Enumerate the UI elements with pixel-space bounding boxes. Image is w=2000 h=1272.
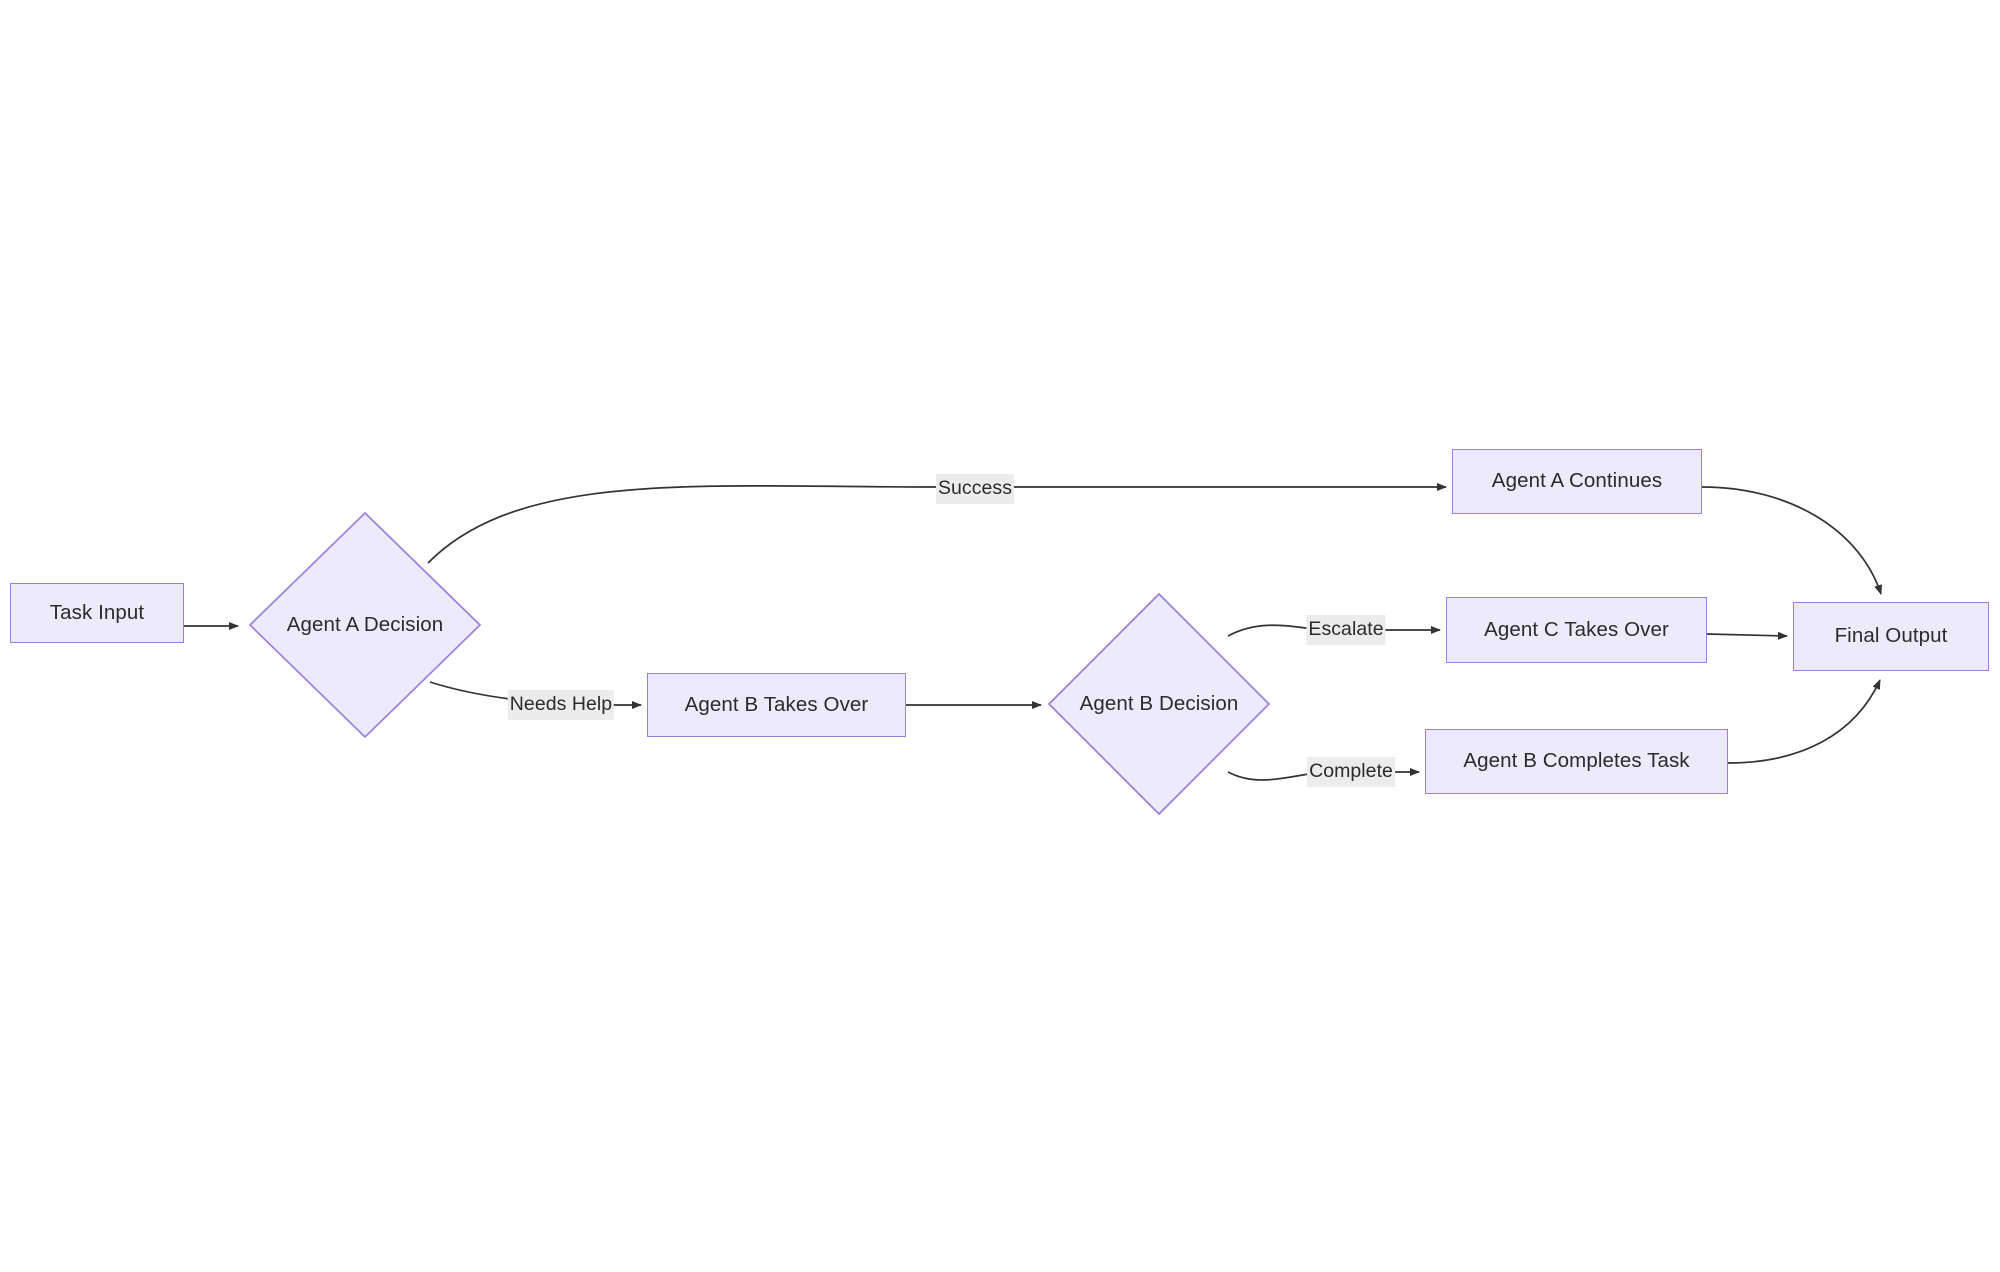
node-agent-b-takes-over-label: Agent B Takes Over [684, 692, 869, 716]
edge-label-complete: Complete [1307, 757, 1395, 787]
node-agent-a-decision[interactable]: Agent A Decision [248, 511, 482, 739]
node-agent-c-takes-over-label: Agent C Takes Over [1484, 617, 1669, 641]
edge-label-needs-help: Needs Help [507, 690, 615, 720]
edge-agent-a-decision-to-agent-a-continues [427, 483, 1447, 564]
node-agent-a-continues-label: Agent A Continues [1491, 469, 1663, 493]
agent-a-decision-diamond-shape [248, 511, 482, 739]
node-task-input[interactable]: Task Input [10, 583, 184, 643]
edge-label-success: Success [935, 474, 1015, 504]
node-agent-b-decision[interactable]: Agent B Decision [1047, 592, 1271, 816]
edge-agent-b-completes-task-to-final-output [1727, 679, 1881, 764]
node-agent-b-decision-label: Agent B Decision [1079, 692, 1239, 715]
node-agent-b-completes-task-label: Agent B Completes Task [1463, 749, 1690, 773]
node-final-output-label: Final Output [1834, 624, 1948, 648]
node-task-input-label: Task Input [49, 600, 145, 624]
node-agent-a-decision-label: Agent A Decision [286, 613, 444, 636]
node-final-output[interactable]: Final Output [1793, 602, 1989, 671]
edge-agent-a-continues-to-final-output [1701, 486, 1882, 595]
edge-label-escalate: Escalate [1306, 615, 1386, 645]
agent-b-decision-diamond-shape [1047, 592, 1271, 816]
edge-agent-c-takes-over-to-final-output [1706, 631, 1788, 640]
node-agent-c-takes-over[interactable]: Agent C Takes Over [1446, 597, 1707, 663]
node-agent-a-continues[interactable]: Agent A Continues [1452, 449, 1702, 514]
node-agent-b-completes-task[interactable]: Agent B Completes Task [1425, 729, 1728, 794]
node-agent-b-takes-over[interactable]: Agent B Takes Over [647, 673, 906, 737]
